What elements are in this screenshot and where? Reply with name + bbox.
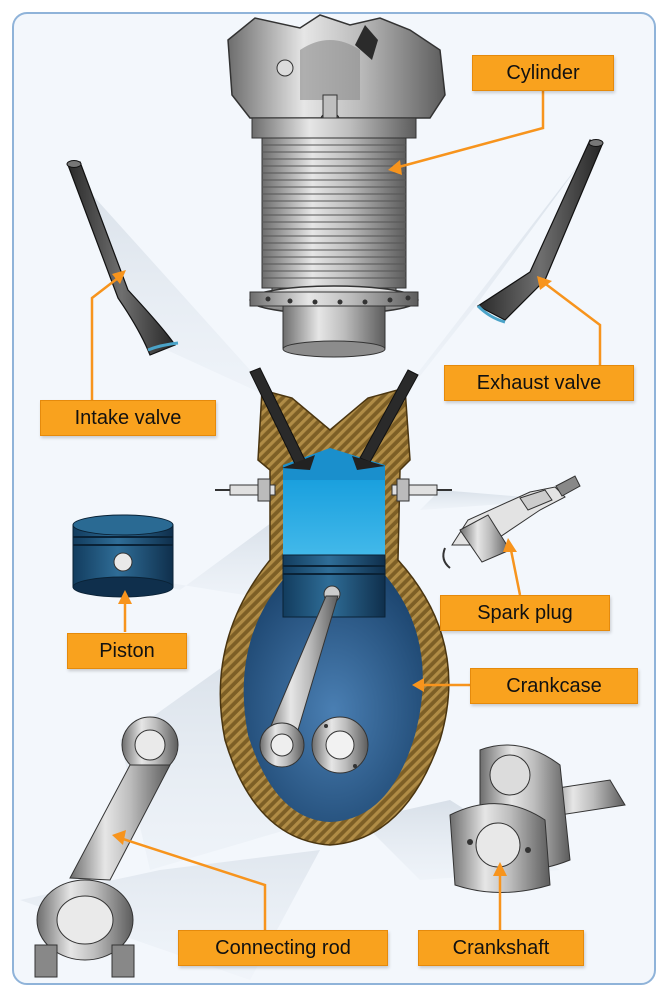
exhaust-valve-label: Exhaust valve [444, 365, 634, 401]
cylinder-leader [394, 90, 545, 170]
intake-valve-leader [90, 277, 119, 400]
connecting-rod-label: Connecting rod [178, 930, 388, 966]
leader-arrowheads [112, 160, 552, 876]
spark-plug-label: Spark plug [440, 595, 610, 631]
leader-lines [90, 90, 602, 935]
intake-valve-illustration [66, 160, 179, 356]
piston-label: Piston [67, 633, 187, 669]
cylinder-label: Cylinder [472, 55, 614, 91]
connecting-rod-leader [119, 836, 267, 935]
intake-valve-label: Intake valve [40, 400, 216, 436]
connecting-rod-illustration [34, 716, 179, 978]
crankcase-label: Crankcase [470, 668, 638, 704]
piston-illustration [72, 514, 174, 598]
engine-cutaway [215, 367, 452, 846]
crankshaft-label: Crankshaft [418, 930, 584, 966]
spark-plug-leader [508, 544, 522, 596]
exhaust-valve-leader [542, 281, 602, 365]
crankshaft-illustration [449, 744, 626, 893]
exhaust-valve-illustration [476, 139, 604, 324]
spark-plug-illustration [442, 475, 581, 569]
cylinder-illustration [227, 14, 446, 358]
